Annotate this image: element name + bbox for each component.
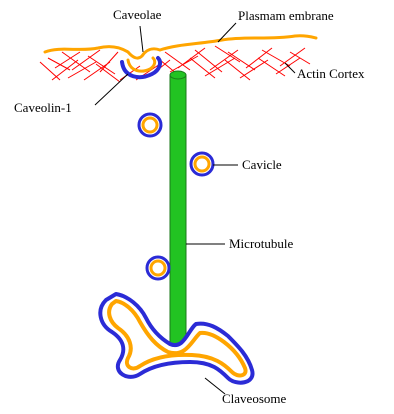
- cavicle-label: Cavicle: [242, 157, 282, 172]
- caveolae-label: Caveolae: [113, 7, 162, 22]
- cavicle-vesicle: [147, 257, 169, 279]
- cavicle-vesicle: [191, 153, 213, 175]
- microtubule-label: Microtubule: [229, 236, 293, 251]
- claveosome-label: Claveosome: [222, 391, 286, 406]
- caveolin-1-label: Caveolin-1: [14, 100, 72, 115]
- cavicle-vesicle: [139, 114, 161, 136]
- plasma-membrane-label: Plasmam embrane: [238, 8, 334, 23]
- microtubule: [170, 71, 186, 354]
- plasma-membrane: [45, 36, 316, 58]
- actin-cortex-label: Actin Cortex: [297, 66, 365, 81]
